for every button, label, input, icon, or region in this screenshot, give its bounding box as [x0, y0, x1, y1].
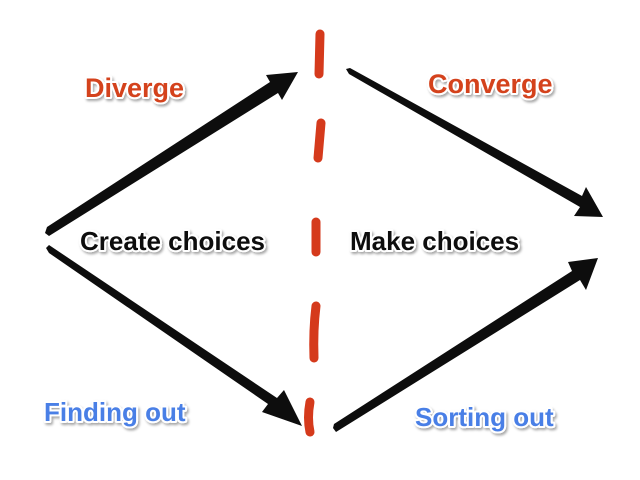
arrow-converge-down — [346, 68, 603, 217]
make-choices-label: Make choices — [350, 226, 519, 256]
divider-dash-4 — [309, 301, 321, 363]
arrow-converge-up — [333, 258, 598, 432]
create-choices-label: Create choices — [80, 226, 265, 256]
diverge-label: Diverge — [85, 73, 184, 103]
arrow-diverge-down — [46, 245, 302, 426]
sorting-out-label: Sorting out — [415, 402, 554, 432]
divider-dash-2 — [313, 118, 326, 163]
converge-label: Converge — [428, 69, 553, 99]
arrows — [45, 68, 603, 432]
dashed-divider-line — [304, 29, 326, 437]
labels: Diverge Converge Create choices Make cho… — [42, 67, 556, 434]
divider-dash-1 — [314, 29, 325, 79]
divider-dash-5 — [304, 397, 315, 437]
finding-out-label: Finding out — [44, 397, 186, 427]
arrow-diverge-up — [45, 72, 298, 236]
